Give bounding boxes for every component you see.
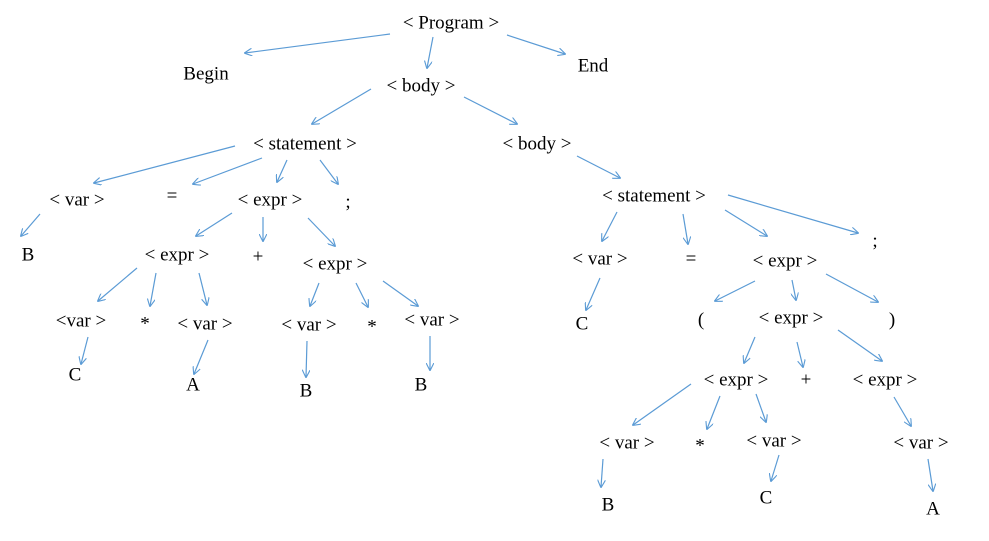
edge-expr-to-var-far (382, 280, 418, 306)
node-var-1: < var > (49, 189, 105, 211)
edge-expr-to-rparen (825, 273, 878, 302)
node-b-4: B (601, 494, 615, 516)
node-var-2: <var > (55, 310, 107, 332)
edge-expr-to-var-bottom-left (633, 383, 692, 425)
node-star-1: * (140, 313, 150, 335)
edge-statement-to-equals (193, 157, 263, 184)
node-star-3: * (695, 435, 705, 457)
edge-var-to-c (81, 336, 89, 364)
node-begin: Begin (183, 63, 229, 85)
edge-body-to-body (463, 96, 517, 124)
node-b-1: B (21, 244, 35, 266)
node-semicolon-2: ; (872, 230, 878, 252)
edge-expr-to-var-b (310, 282, 320, 306)
edge-var-to-b-left (306, 340, 307, 377)
edge-var-to-b (21, 213, 41, 236)
node-expr-5: < expr > (758, 307, 824, 329)
edge-statement-to-expr-right (724, 209, 767, 236)
node-var-8: < var > (746, 430, 802, 452)
edge-expr-to-star (150, 272, 157, 306)
node-c-1: C (68, 364, 82, 386)
node-expr-3: < expr > (302, 253, 368, 275)
node-equals-2: = (685, 248, 697, 270)
node-a-1: A (186, 374, 200, 396)
node-var-4: < var > (281, 314, 337, 336)
node-rparen: ) (888, 309, 896, 331)
edge-statement-to-var-right (602, 211, 618, 241)
edge-program-to-body (427, 36, 434, 68)
edge-expr-to-expr-mid (792, 279, 796, 300)
edge-expr-to-plus-right (796, 341, 803, 367)
edge-expr-to-var-left (98, 267, 138, 301)
node-b-2: B (299, 380, 313, 402)
edge-program-to-end (506, 34, 565, 54)
node-end: End (577, 55, 609, 77)
edge-program-to-begin (245, 33, 391, 53)
node-a-2: A (926, 498, 940, 520)
edge-var-to-b-bottom (601, 458, 603, 487)
node-program: < Program > (402, 12, 500, 34)
edge-statement-to-equals-right (682, 213, 688, 244)
edge-statement-to-semicolon (319, 159, 338, 184)
node-c-3: C (759, 487, 773, 509)
node-b-3: B (414, 374, 428, 396)
node-expr-1: < expr > (237, 189, 303, 211)
edge-expr-to-expr (196, 212, 233, 236)
edge-expr-to-expr-far (837, 329, 882, 361)
edge-var-to-a-bottom (927, 458, 933, 491)
node-var-9: < var > (893, 432, 949, 454)
node-statement-2: < statement > (602, 185, 706, 207)
edge-expr-to-expr-right (307, 217, 335, 246)
edge-expr-to-var-bottom-right (893, 396, 911, 426)
edge-body-to-statement-right (576, 155, 620, 178)
node-expr-6: < expr > (703, 369, 769, 391)
edge-statement-to-expr (277, 159, 288, 182)
node-plus-2: + (800, 369, 812, 391)
node-semicolon-1: ; (345, 191, 351, 213)
edge-expr-to-expr-left (744, 336, 756, 363)
edge-expr-to-var-right (198, 272, 207, 305)
edge-expr-to-var-bottom-mid (755, 393, 766, 422)
node-body-1: < body > (386, 75, 456, 97)
edge-expr-to-star-right (355, 282, 368, 307)
edge-statement-to-var (94, 145, 236, 183)
node-var-5: < var > (404, 309, 460, 331)
node-star-2: * (367, 316, 377, 338)
node-plus-1: + (252, 246, 264, 268)
edge-var-to-c-right (586, 277, 601, 310)
edge-statement-to-semicolon-right (727, 194, 858, 233)
edge-body-to-statement (312, 88, 372, 124)
node-equals-1: = (166, 185, 178, 207)
node-body-2: < body > (502, 133, 572, 155)
node-expr-4: < expr > (752, 250, 818, 272)
edge-var-to-c-bottom (771, 454, 780, 481)
node-c-2: C (575, 313, 589, 335)
edge-var-to-a (194, 339, 209, 374)
node-expr-2: < expr > (144, 244, 210, 266)
node-var-6: < var > (572, 248, 628, 270)
edge-expr-to-lparen (715, 280, 756, 301)
edge-expr-to-star-bottom (707, 395, 721, 429)
node-statement-1: < statement > (253, 133, 357, 155)
node-expr-7: < expr > (852, 369, 918, 391)
node-var-7: < var > (599, 432, 655, 454)
node-var-3: < var > (177, 313, 233, 335)
node-lparen: ( (697, 309, 705, 331)
